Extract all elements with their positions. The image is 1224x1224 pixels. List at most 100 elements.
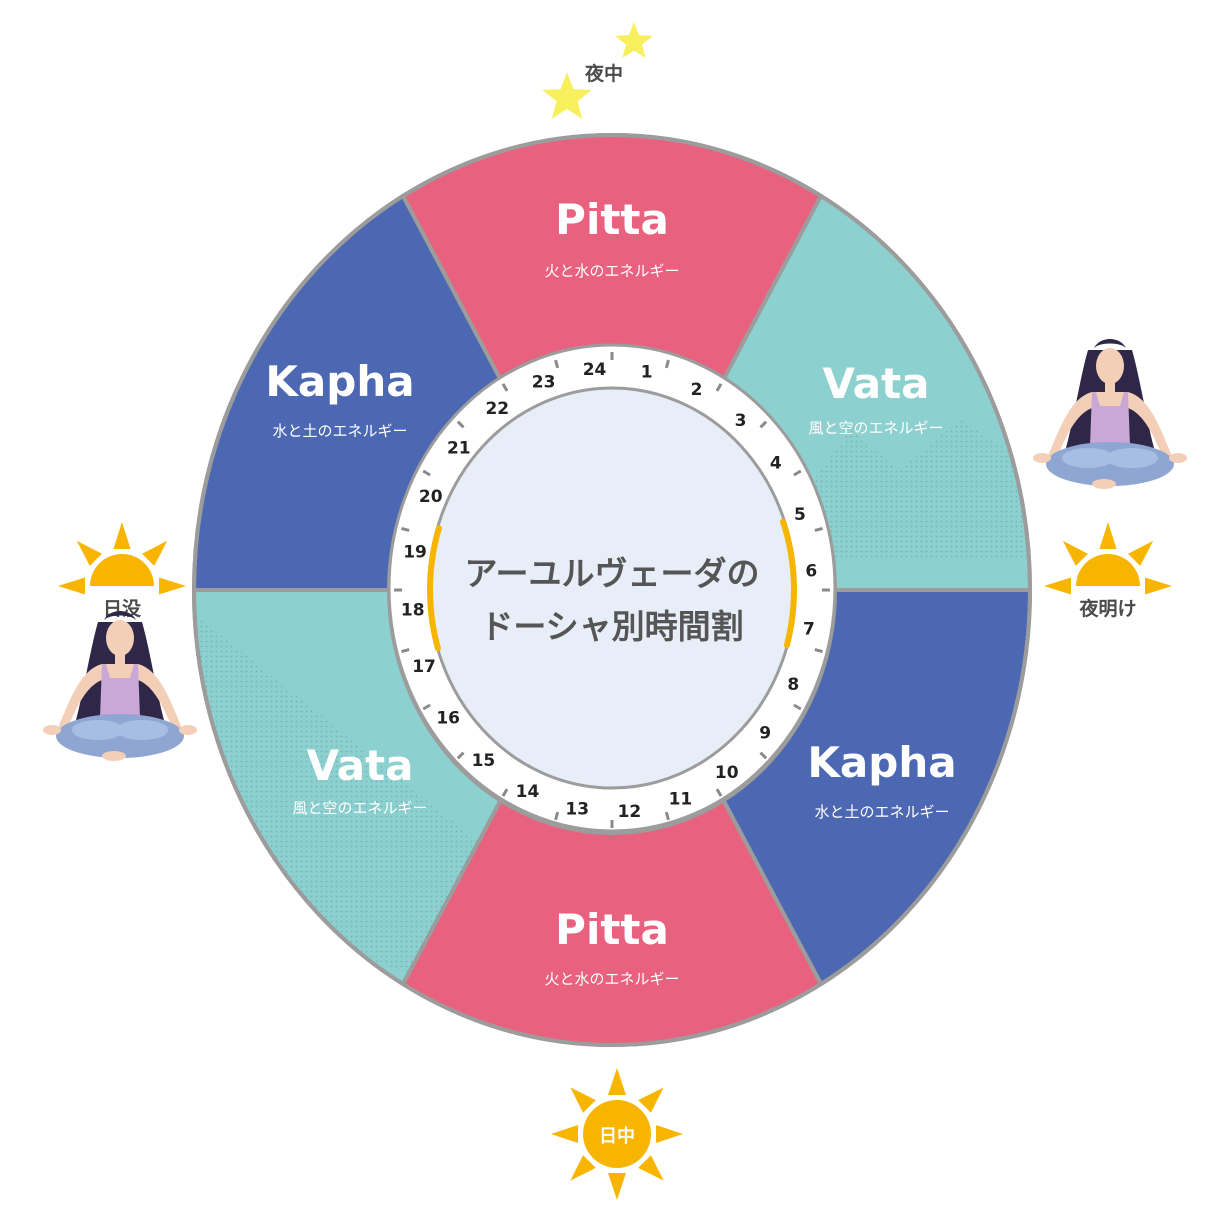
meditator-hand-left (1033, 453, 1051, 463)
meditator-arm-left (1048, 392, 1092, 460)
hour-label: 15 (472, 751, 496, 771)
hour-label: 3 (735, 411, 747, 431)
hour-label: 7 (803, 620, 815, 640)
hour-ticks (394, 352, 830, 828)
meditator-arm-right (138, 664, 182, 732)
segment-labels: Pitta 火と水のエネルギー Vata 風と空のエネルギー Kapha 水と土… (265, 195, 956, 988)
vata-left-desc: 風と空のエネルギー (292, 799, 427, 817)
hour-label: 8 (787, 675, 799, 695)
meditator-leg-right (1106, 448, 1158, 468)
hour-tick (401, 648, 410, 654)
sun-ray (1145, 577, 1172, 595)
hour-tick (422, 469, 431, 477)
sun-ray (113, 522, 131, 549)
kapha-left-title: Kapha (265, 357, 414, 406)
hour-label: 9 (759, 724, 771, 744)
hour-tick (814, 526, 823, 532)
sun-ray (655, 1125, 683, 1143)
hour-label: 18 (401, 600, 425, 620)
sun-ray (76, 540, 102, 566)
sunset-window-arc (427, 525, 442, 652)
dawn-label: 夜明け (1078, 597, 1136, 620)
vata-right-title: Vata (823, 359, 930, 408)
vata-right-desc: 風と空のエネルギー (808, 419, 943, 437)
hour-tick (422, 703, 431, 711)
hour-tick (715, 383, 723, 392)
meditator-arm-right (1128, 392, 1172, 460)
meditator-face (106, 620, 134, 656)
meditator-chest (1096, 392, 1124, 406)
hour-tick (664, 811, 670, 821)
sunrise-window-arc (780, 518, 797, 649)
sun-ray (570, 1087, 596, 1113)
hour-label: 19 (403, 542, 427, 562)
hour-label: 12 (618, 802, 642, 822)
sun-ray (570, 1155, 596, 1181)
hour-label: 4 (770, 454, 782, 474)
meditator-leg-right (116, 720, 168, 740)
sun-body (583, 1100, 651, 1168)
sun-ray (608, 1172, 626, 1200)
sun-ray (608, 1068, 626, 1096)
hour-label: 13 (565, 800, 589, 820)
sun-ray (551, 1125, 579, 1143)
meditator-neck (115, 654, 125, 664)
hour-label: 23 (532, 372, 556, 392)
meditator-arm-left (58, 664, 102, 732)
midnight-label: 夜中 (584, 62, 623, 85)
noon-sun-icon (551, 1068, 683, 1200)
hour-tick (793, 469, 802, 477)
meditator-hand-left (43, 725, 61, 735)
meditator-neck (1105, 382, 1115, 392)
meditator-feet (1092, 479, 1116, 489)
sunrise-icon (1044, 522, 1172, 595)
meditator-feet (102, 751, 126, 761)
sun-ray (1128, 540, 1154, 566)
hour-tick (759, 420, 768, 429)
hour-tick (456, 751, 465, 760)
sun-body (90, 554, 154, 586)
sunset-marker: 日没 (58, 522, 186, 620)
sun-ray (159, 577, 186, 595)
hour-tick (501, 788, 509, 797)
meditating-woman-left-icon (43, 611, 197, 761)
hour-tick (456, 420, 465, 429)
hour-label: 2 (691, 380, 703, 400)
sun-ray (1099, 522, 1117, 549)
meditator-hair-top (1094, 339, 1126, 348)
hour-tick (554, 359, 560, 369)
meditator-hair-top (104, 611, 136, 620)
hour-tick (759, 751, 768, 760)
meditator-leg-left (72, 720, 124, 740)
midnight-marker: 夜中 (542, 22, 654, 120)
sun-ray (638, 1155, 664, 1181)
hour-label: 11 (669, 790, 693, 810)
hour-tick (814, 648, 823, 654)
vata-left-title: Vata (307, 741, 414, 790)
pitta-bottom-desc: 火と水のエネルギー (544, 970, 679, 988)
meditator-legs (1046, 442, 1174, 486)
hour-label: 22 (485, 399, 509, 419)
hour-label: 5 (794, 505, 806, 525)
pitta-top-desc: 火と水のエネルギー (544, 262, 679, 280)
kapha-right-title: Kapha (807, 738, 956, 787)
hour-tick (715, 788, 723, 797)
hour-tick (554, 811, 560, 821)
pitta-top-title: Pitta (555, 195, 669, 244)
small-star-icon (614, 22, 654, 59)
hour-label: 14 (516, 782, 540, 802)
hour-label: 16 (436, 708, 460, 728)
ring-outer-border (192, 133, 1032, 1047)
meditator-hand-right (1169, 453, 1187, 463)
center-title-line1: アーユルヴェーダの (464, 554, 759, 593)
sunset-icon (58, 522, 186, 595)
hour-tick (664, 359, 670, 369)
meditator-legs (56, 714, 184, 758)
meditator-chest (106, 664, 134, 678)
hour-label: 1 (641, 362, 653, 382)
hour-label: 20 (419, 487, 443, 507)
vata-right-texture (760, 420, 1030, 560)
sun-ray (1044, 577, 1071, 595)
